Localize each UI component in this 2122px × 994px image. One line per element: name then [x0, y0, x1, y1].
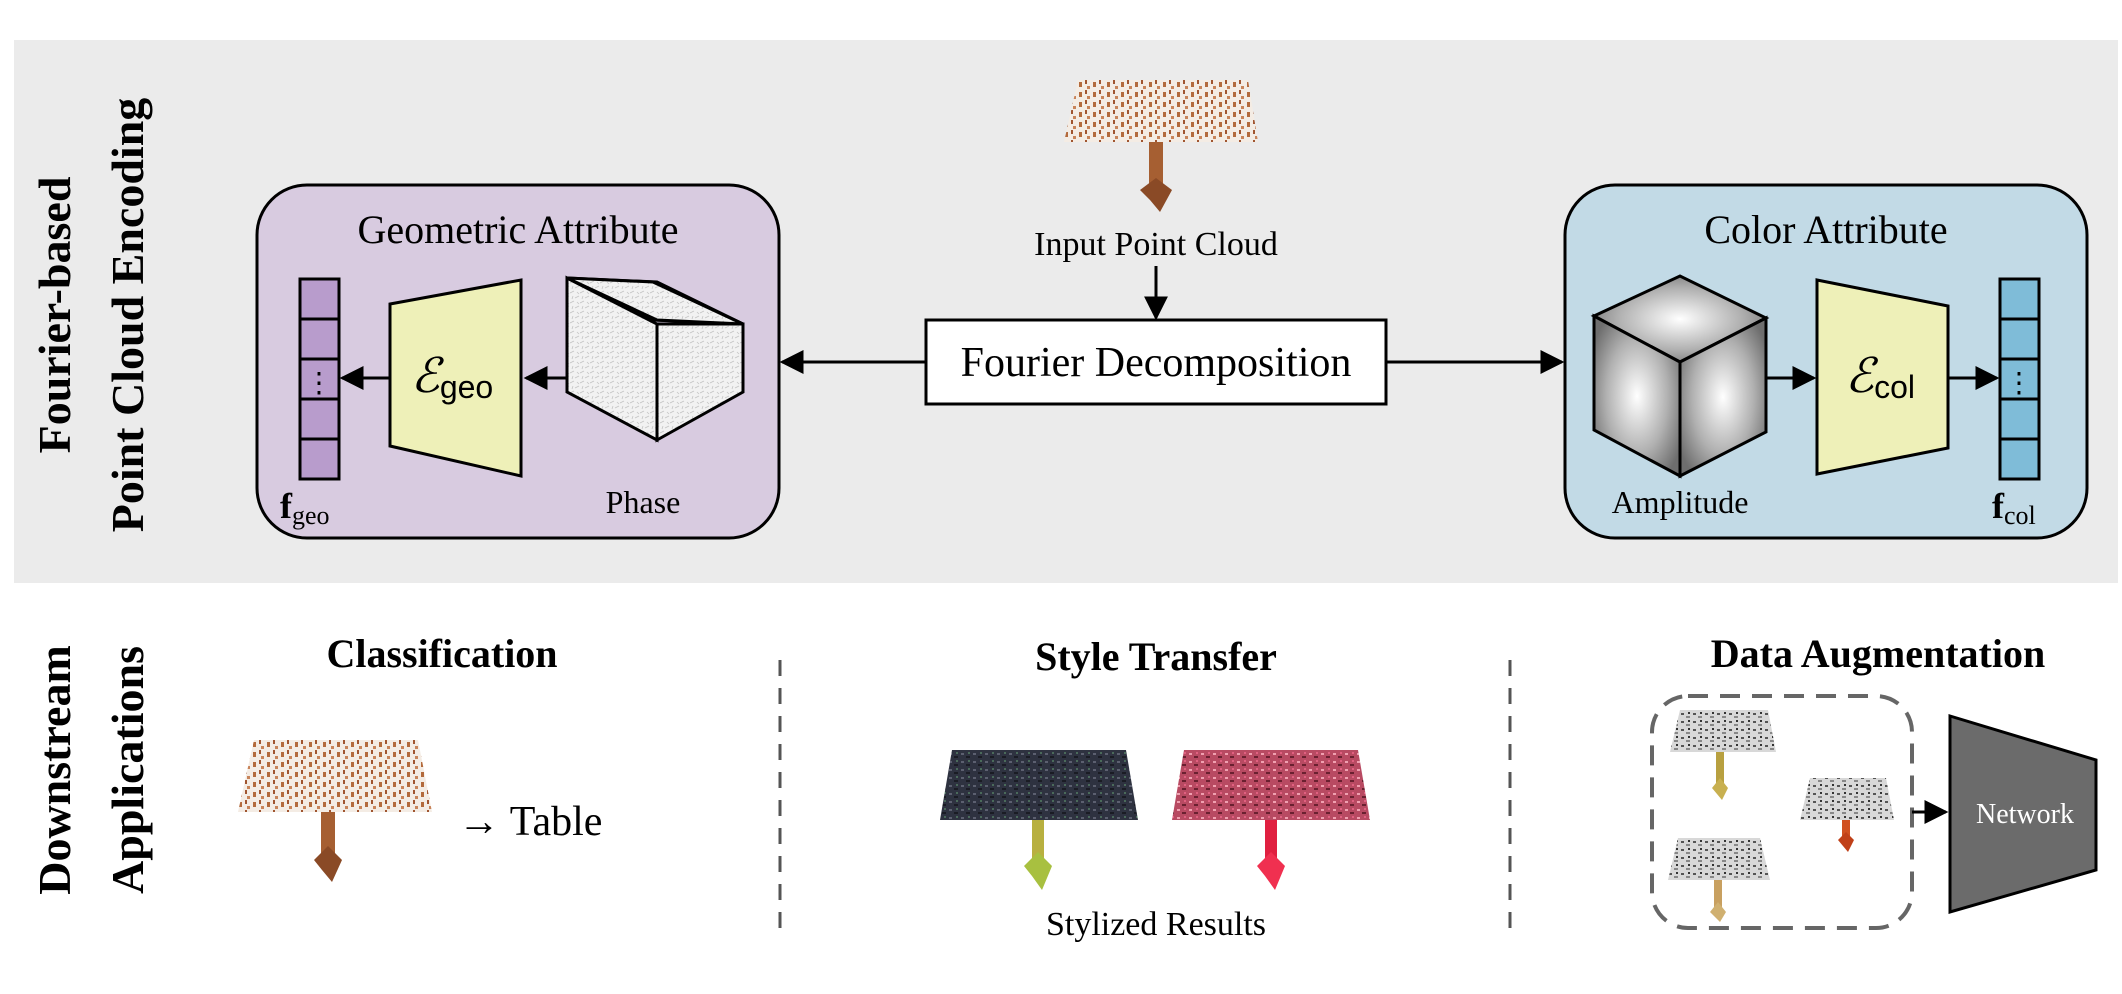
top-section-label-line1: Fourier-based: [29, 176, 80, 453]
geo-encoder-label: ℰgeo: [411, 350, 493, 405]
top-section-label-line2: Point Cloud Encoding: [102, 98, 153, 533]
network-block: [1948, 713, 2098, 914]
col-encoder: [1815, 278, 1950, 476]
phase-cube: [565, 275, 745, 443]
color-attribute-title: Color Attribute: [1704, 207, 1947, 252]
stylized-result-dark: [940, 750, 1138, 890]
network-label: Network: [1976, 799, 2074, 830]
fourier-decomposition-label: Fourier Decomposition: [961, 340, 1352, 386]
col-feature-subscript: col: [2004, 501, 2036, 530]
top-section-label: Fourier-based Point Cloud Encoding: [29, 98, 153, 533]
geo-feature-dots: ⋮: [305, 367, 333, 398]
data-augmentation-title: Data Augmentation: [1711, 631, 2045, 676]
col-encoder-subscript: col: [1874, 369, 1915, 405]
input-point-cloud-image: [1064, 80, 1258, 212]
classification-point-cloud-image: [238, 740, 432, 882]
classification-title: Classification: [326, 631, 557, 676]
geo-feature-vector: [298, 277, 341, 481]
col-encoder-label: ℰcol: [1845, 350, 1915, 405]
classification-result: → Table: [458, 799, 602, 845]
geo-encoder: [388, 278, 523, 478]
col-feature-symbol: f: [1992, 486, 2005, 526]
amplitude-cube: [1590, 274, 1770, 479]
input-point-cloud-label: Input Point Cloud: [1034, 226, 1278, 263]
geo-feature-subscript: geo: [292, 501, 330, 530]
col-feature-dots: ⋮: [2005, 367, 2033, 398]
stylized-results-caption: Stylized Results: [1046, 906, 1266, 943]
bottom-section-label: Downstream Applications: [29, 645, 153, 895]
geo-encoder-subscript: geo: [440, 369, 493, 405]
augmented-sample-3: [1668, 838, 1770, 922]
col-encoder-symbol: ℰ: [1845, 350, 1879, 403]
geometric-attribute-title: Geometric Attribute: [357, 207, 678, 252]
geo-encoder-symbol: ℰ: [411, 350, 445, 403]
col-feature-label: fcol: [1992, 486, 2036, 530]
geo-feature-label: fgeo: [280, 486, 330, 530]
phase-label: Phase: [606, 484, 681, 520]
augmented-sample-2: [1800, 778, 1894, 852]
col-feature-vector: [1998, 277, 2041, 481]
amplitude-label: Amplitude: [1612, 484, 1749, 520]
stylized-result-red: [1172, 750, 1370, 890]
bottom-section-label-line2: Applications: [102, 646, 153, 894]
style-transfer-title: Style Transfer: [1035, 634, 1277, 679]
geo-feature-symbol: f: [280, 486, 293, 526]
bottom-section-label-line1: Downstream: [29, 645, 80, 895]
augmented-sample-1: [1670, 710, 1776, 800]
